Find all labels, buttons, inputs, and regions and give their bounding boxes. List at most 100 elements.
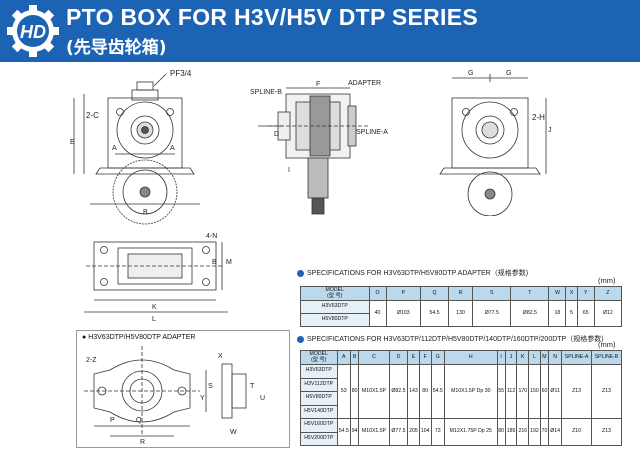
spec2-col-8: I (496, 350, 506, 365)
spec2-col-12: M (539, 350, 550, 365)
spec2-col-1: B (349, 350, 360, 365)
spec2-heading: SPECIFICATIONS FOR H3V63DTP/112DTP/H5V80… (297, 334, 604, 344)
spec2-col-10: K (516, 350, 530, 365)
spec2-col-13: N (548, 350, 563, 365)
spec1-val-8: 65 (576, 300, 595, 327)
adapter-inset-frame (76, 330, 290, 448)
label-spline-a: SPLINE-A (356, 129, 388, 136)
spec2-g1-val-12: 60 (539, 364, 550, 419)
spec2-g1-model-2: H5V80DTP (300, 391, 338, 406)
spec2-g2-val-2: M10X1.5P (358, 418, 390, 446)
spec1-col-8: Y (576, 286, 595, 301)
front-view-drawing: PF3/4 2-C A A E B (70, 69, 200, 225)
spec1-val-5: Ø82.5 (510, 300, 550, 327)
spec1-val-1: Ø103 (385, 300, 422, 327)
label-a2: A (170, 145, 175, 152)
spec2-g2-val-3: Ø77.5 (388, 418, 409, 446)
spec2-col-2: C (358, 350, 390, 365)
page-header: HD PTO BOX FOR H3V/H5V DTP SERIES (先导齿轮箱… (0, 0, 640, 62)
spec1-val-2: 54.5 (420, 300, 449, 327)
spec1-unit: (mm) (598, 276, 616, 285)
label-e: E (70, 139, 75, 146)
spec2-g2-val-10: 216 (516, 418, 530, 446)
spec2-col-0: A (336, 350, 352, 365)
spec1-val-0: 40 (368, 300, 387, 327)
spec2-g2-val-8: 80 (496, 418, 506, 446)
label-x: X (218, 353, 223, 360)
page-title: PTO BOX FOR H3V/H5V DTP SERIES (66, 4, 479, 30)
spec1-col-6: W (548, 286, 567, 301)
spec2-g2-model-0: H5V160DTP (300, 418, 338, 433)
spec2-g1-val-1: 80 (349, 364, 360, 419)
spec1-heading: SPECIFICATIONS FOR H3V63DTP/H5V80DTP ADA… (297, 268, 528, 278)
spec2-unit: (mm) (598, 340, 616, 349)
spec1-val-4: Ø77.5 (472, 300, 512, 327)
spec2-bullet-icon (297, 335, 304, 343)
spec2-col-6: G (430, 350, 446, 365)
spec2-g1-model-3: H5V140DTP (300, 404, 338, 419)
spec2-g1-val-5: 80 (418, 364, 432, 419)
spec1-col-5: T (510, 286, 550, 301)
label-w: W (230, 429, 237, 436)
label-u: U (260, 395, 265, 402)
spec2-g1-model-1: H3V112DTP (300, 377, 338, 392)
spec1-col-0: O (368, 286, 387, 301)
spec2-g1-val-0: 53 (336, 364, 352, 419)
spec2-col-15: SPLINE-B (591, 350, 622, 365)
spec2-g1-val-6: 54.5 (430, 364, 446, 419)
spec1-model-1: H5V80DTP (300, 313, 370, 327)
spec1-table: MODEL(型 号) O P Q R S T W X Y Z H3V63DTP … (300, 286, 623, 327)
label-adapter: ADAPTER (348, 80, 381, 87)
spec2-g2-val-13: Ø14 (548, 418, 563, 446)
spec1-col-1: P (385, 286, 422, 301)
spec2-g2-val-9: 185 (504, 418, 518, 446)
spec1-col-3: R (447, 286, 474, 301)
label-spline-b: SPLINE-B (250, 89, 282, 96)
label-j: J (548, 127, 552, 134)
label-m: M (226, 259, 232, 266)
spec2-col-14: SPLINE-A (561, 350, 593, 365)
right-view-drawing: G G 2-H J (439, 70, 552, 216)
spec2-col-4: E (407, 350, 420, 365)
spec2-g2-val-0: 54.5 (336, 418, 352, 446)
spec2-g1-val-13: Ø11 (548, 364, 563, 419)
spec2-g2-val-1: 94 (349, 418, 360, 446)
adapter-view-title: H3V63DTP/H5V80DTP ADAPTER (88, 334, 196, 341)
spec1-model-0: H3V63DTP (300, 300, 370, 314)
spec2-g1-val-14: Z13 (561, 364, 593, 419)
spec2-g2-model-1: H5V200DTP (300, 431, 338, 446)
side-section-drawing: ADAPTER SPLINE-B SPLINE-A F D I (250, 80, 388, 215)
spec1-col-9: Z (593, 286, 623, 301)
page-subtitle: (先导齿轮箱) (66, 38, 167, 58)
spec1-val-9: Ø12 (593, 300, 623, 327)
spec2-col-7: H (444, 350, 498, 365)
spec2-col-5: F (418, 350, 432, 365)
label-2z: 2-Z (86, 357, 97, 364)
spec2-g1-val-2: M10X1.5P (358, 364, 390, 419)
spec1-val-7: 5 (565, 300, 578, 327)
label-k: K (152, 304, 157, 311)
spec2-g1-val-9: 112 (504, 364, 518, 419)
spec2-g1-model-0: H3V63DTP (300, 364, 338, 379)
spec2-table: MODEL(型 号) A B C D E F G H I J K L M N S… (300, 350, 622, 446)
label-b2: B (212, 259, 217, 266)
label-b: B (143, 209, 148, 216)
spec2-model-header: MODEL(型 号) (300, 350, 338, 365)
label-pf: PF3/4 (170, 69, 192, 78)
adapter-drawing: 2-Z S Y P Q R X W T U (84, 346, 265, 446)
spec2-g1-val-10: 170 (516, 364, 530, 419)
label-q: Q (136, 417, 142, 424)
plan-view-drawing: 4-N M B K L (84, 233, 232, 323)
spec2-g1-val-3: Ø82.5 (388, 364, 409, 419)
spec2-g1-val-4: 143 (407, 364, 420, 419)
label-2h: 2-H (532, 113, 545, 122)
spec2-g2-val-4: 205 (407, 418, 420, 446)
logo-letters: HD (20, 22, 46, 42)
label-f: F (316, 81, 320, 88)
spec2-g2-val-6: 73 (430, 418, 446, 446)
label-d: D (274, 131, 279, 138)
spec1-heading-text: SPECIFICATIONS FOR H3V63DTP/H5V80DTP ADA… (307, 270, 529, 277)
adapter-bullet-icon: ● (82, 334, 89, 341)
spec2-heading-text: SPECIFICATIONS FOR H3V63DTP/112DTP/H5V80… (307, 336, 604, 343)
spec2-g2-val-15: Z13 (591, 418, 622, 446)
